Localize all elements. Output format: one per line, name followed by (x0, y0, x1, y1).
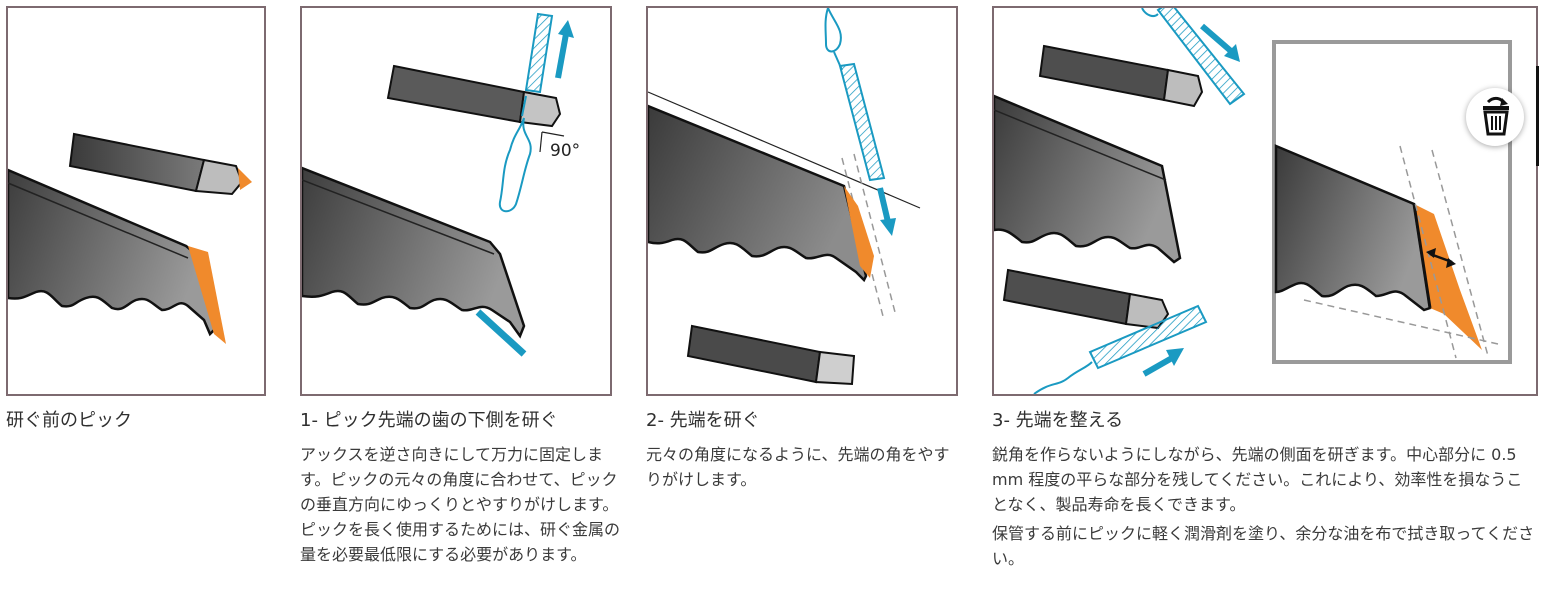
arrow-down-right-icon (475, 309, 527, 357)
file-tool (498, 12, 554, 213)
illustration-step1: 90° (302, 12, 580, 357)
guide-line (853, 153, 897, 317)
adze-tip-highlight (238, 168, 252, 190)
arrow-down-icon (877, 187, 896, 236)
panel-step2 (646, 6, 958, 396)
arrow-down-right-icon (1200, 23, 1240, 62)
file-tool-bottom (1033, 304, 1208, 394)
caption-paragraph: アックスを逆さ向きにして万力に固定します。ピックの元々の角度に合わせて、ピックの… (300, 445, 621, 564)
guide-line (1303, 299, 1499, 345)
angle-marker (539, 131, 565, 153)
illustration-step3 (994, 8, 1512, 394)
arrow-up-right-icon (1142, 348, 1184, 377)
caption-paragraph: 元々の角度になるように、先端の角をやすりがけします。 (646, 445, 950, 489)
file-tool (824, 8, 886, 182)
panel-step3 (992, 6, 1538, 396)
adze-shaft (68, 132, 252, 196)
pick-blade (8, 168, 226, 344)
illustration-pick-before (8, 132, 252, 344)
trash-bin-button[interactable] (1466, 88, 1524, 146)
adze-shaft (686, 324, 856, 386)
caption-title-step1: 1- ピック先端の歯の下側を研ぐ (300, 410, 558, 431)
panel-step1: 90° (300, 6, 612, 396)
reference-line (648, 91, 921, 209)
guide-line (841, 157, 885, 321)
pick-blade (302, 166, 526, 339)
angle-label: 90° (550, 141, 580, 161)
width-indicator-icon (1426, 248, 1456, 268)
caption-paragraph: 保管する前にピックに軽く潤滑剤を塗り、余分な油を布で拭き取ってください。 (992, 524, 1535, 568)
side-handle (1536, 66, 1539, 166)
adze-shaft-bottom (1002, 268, 1170, 330)
adze-shaft-top (1038, 44, 1204, 108)
caption-body-step1: アックスを逆さ向きにして万力に固定します。ピックの元々の角度に合わせて、ピックの… (300, 442, 620, 571)
detail-inset (1272, 40, 1512, 364)
blade-tip-highlight (844, 186, 874, 278)
adze-shaft (386, 64, 562, 128)
file-tool-top (1141, 8, 1246, 106)
panel-before (6, 6, 266, 396)
caption-title-step3: 3- 先端を整える (992, 410, 1124, 431)
blade-tip-highlight (188, 246, 226, 344)
caption-body-step3: 鋭角を作らないようにしながら、先端の側面を研ぎます。中心部分に 0.5 mm 程… (992, 442, 1538, 575)
blade-tip-highlight (1414, 204, 1482, 350)
caption-paragraph: 鋭角を作らないようにしながら、先端の側面を研ぎます。中心部分に 0.5 mm 程… (992, 445, 1523, 514)
illustration-step2 (648, 8, 921, 386)
caption-title-step2: 2- 先端を研ぐ (646, 410, 760, 431)
pick-blade (994, 94, 1182, 264)
arrow-up-icon (555, 20, 574, 79)
caption-title-before: 研ぐ前のピック (6, 410, 132, 431)
trash-bin-icon (1483, 96, 1509, 136)
caption-body-step2: 元々の角度になるように、先端の角をやすりがけします。 (646, 442, 958, 496)
pick-blade (648, 104, 874, 283)
